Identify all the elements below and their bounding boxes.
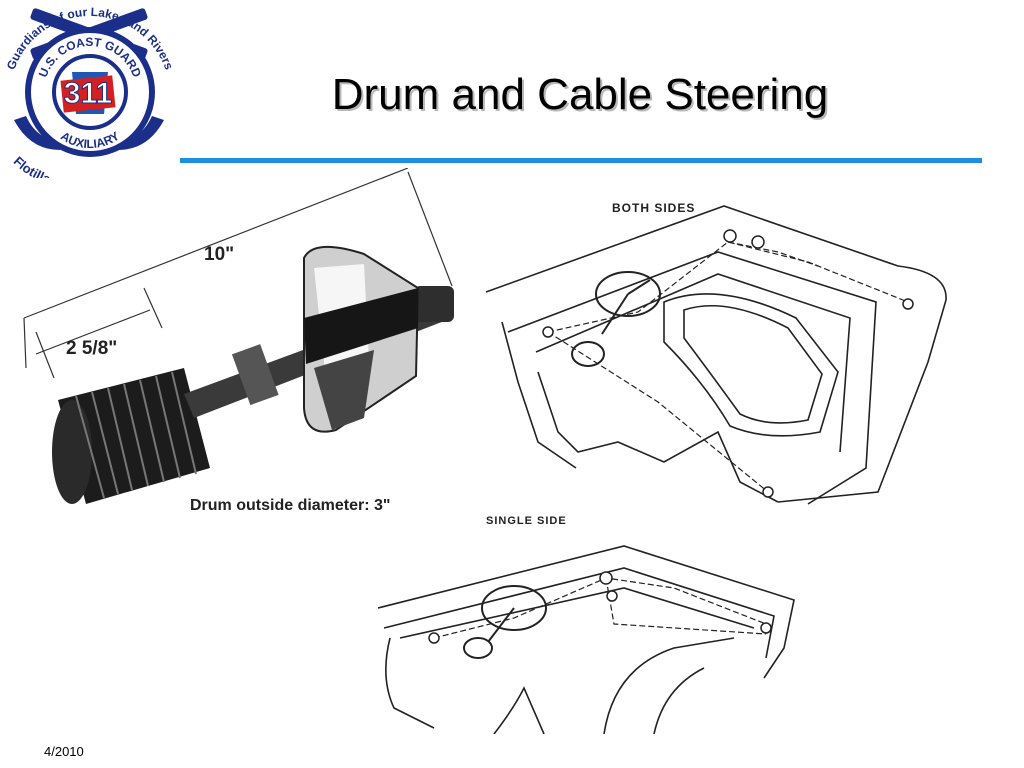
steering-cables xyxy=(433,577,767,639)
coast-guard-auxiliary-logo: 311 U.S. COAST GUARD AUXILIARY Guardians… xyxy=(4,5,176,178)
logo-center-text: 311 xyxy=(64,77,112,110)
center-emblem: 311 xyxy=(60,72,116,114)
drum-assembly-figure: 10" 2 5/8" Drum outside diameter: 3" xyxy=(23,168,454,514)
dimension-overall-label: 10" xyxy=(204,244,234,265)
pulley-icons xyxy=(542,229,914,498)
drum-caption: Drum outside diameter: 3" xyxy=(190,497,391,514)
single-side-label: SINGLE SIDE xyxy=(486,515,567,527)
single-side-diagram xyxy=(377,545,795,734)
boat-hull-outline xyxy=(485,205,947,505)
grooved-drum xyxy=(52,368,210,504)
title-divider xyxy=(180,158,982,163)
dimension-drum-label: 2 5/8" xyxy=(66,338,117,359)
steering-wheel-icon xyxy=(571,271,661,367)
steering-cables xyxy=(547,241,909,493)
both-sides-label: BOTH SIDES xyxy=(612,201,695,215)
footer-date: 4/2010 xyxy=(44,744,84,759)
steering-wheel-icon xyxy=(463,585,547,659)
logo-ring-bottom-text: AUXILIARY xyxy=(58,129,121,151)
svg-text:AUXILIARY: AUXILIARY xyxy=(58,129,121,151)
boat-hull-outline xyxy=(377,545,795,734)
slide-title: Drum and Cable Steering xyxy=(331,70,829,119)
both-sides-diagram: BOTH SIDES xyxy=(485,201,947,505)
pulley-icons xyxy=(428,571,772,644)
dimension-lines xyxy=(23,168,453,379)
steering-hub xyxy=(303,245,420,433)
